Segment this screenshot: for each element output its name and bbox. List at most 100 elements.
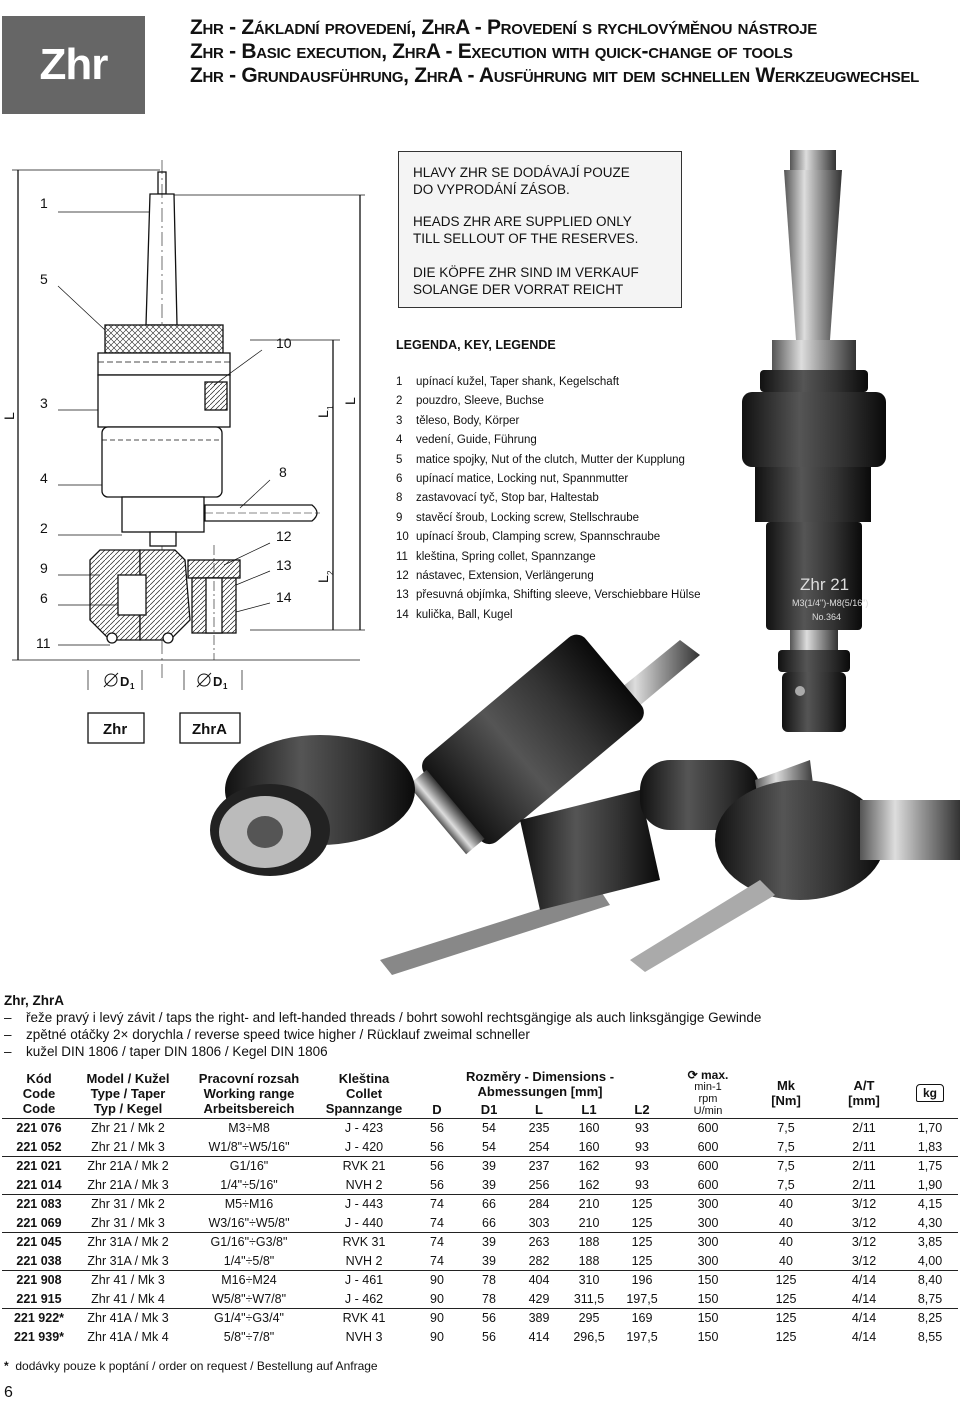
stock-notice: HLAVY ZHR SE DODÁVAJÍ POUZE DO VYPRODÁNÍ… [398,151,682,308]
title-cz: Zhr - Základní provedení, ZhrA - Provede… [190,16,817,39]
table-cell: G1/4"÷G3/4" [180,1308,318,1328]
cell-code: 221 083 [2,1194,76,1214]
legend-number: 1 [396,376,403,388]
header-at: A/T[mm] [848,1078,880,1108]
table-cell: 4/14 [851,1329,877,1344]
feature-item: –kužel DIN 1806 / taper DIN 1806 / Kegel… [4,1044,328,1059]
table-cell: 125 [631,1253,653,1268]
logo-box: Zhr [2,16,145,114]
table-cell: 310 [564,1270,614,1290]
header-L: L [535,1101,543,1117]
table-cell: W3/16"÷W5/8" [208,1215,290,1230]
table-cell: 300 [697,1215,719,1230]
dim-D1-zhr-subscript: 1 [130,682,135,691]
callout-2: 2 [40,520,48,536]
callout-1: 1 [40,195,48,211]
table-cell: 169 [614,1308,670,1328]
cell-code: 221 014 [16,1177,62,1192]
features-heading: Zhr, ZhrA [4,993,64,1008]
header-D1: D1 [480,1101,498,1117]
table-cell: 1,70 [902,1118,958,1138]
table-cell: 160 [564,1118,614,1138]
table-cell: J - 440 [344,1215,384,1230]
cell-code: 221 021 [2,1156,76,1176]
callout-14: 14 [276,589,292,605]
table-cell: 7,5 [746,1118,826,1138]
table-cell: 600 [697,1177,719,1192]
table-cell: 160 [578,1139,600,1154]
table-cell: 8,25 [902,1308,958,1328]
table-cell: 150 [670,1270,746,1290]
table-cell: 93 [635,1139,649,1154]
logo-text: Zhr [39,40,109,89]
dim-L2-subscript: 2 [326,570,335,575]
table-cell: 210 [564,1194,614,1214]
table-cell: 210 [578,1215,600,1230]
cell-code: 221 908 [2,1270,76,1290]
header-torque: Mk[Nm] [771,1078,801,1108]
table-cell: 1/4"÷5/8" [223,1253,275,1268]
table-cell: 125 [775,1291,797,1306]
features-block: Zhr, ZhrA –řeže pravý i levý závit / tap… [4,992,761,1060]
quick-change-head-photo [408,634,700,855]
header-dimensions: Rozměry - Dimensions -Abmessungen [mm] [465,1069,615,1100]
table-cell: NVH 2 [345,1177,383,1192]
table-cell: 66 [464,1194,514,1214]
legend-text: zastavovací tyč, Stop bar, Haltestab [416,492,599,505]
table-cell: 90 [430,1329,444,1344]
callout-6: 6 [40,590,48,606]
dim-D1-zhra-subscript: 1 [223,682,228,691]
table-cell: Zhr 41A / Mk 4 [87,1329,169,1344]
legend-number: 6 [396,472,403,485]
table-cell: W5/8"÷W7/8" [211,1291,287,1306]
legend-number: 13 [396,589,409,602]
table-cell: 125 [614,1232,670,1252]
table-cell: 125 [614,1194,670,1214]
dim-D1-zhra: D [213,674,222,689]
cross-section-drawing [12,160,365,744]
callout-3: 3 [40,395,48,411]
table-cell: 56 [464,1308,514,1328]
table-cell: 3/12 [826,1194,902,1214]
table-cell: 600 [670,1118,746,1138]
table-cell: 40 [746,1194,826,1214]
table-cell: 196 [614,1270,670,1290]
table-cell: 4/14 [851,1291,877,1306]
table-cell: 282 [528,1253,550,1268]
callout-12: 12 [276,528,292,544]
table-cell: 188 [578,1253,600,1268]
callout-10: 10 [276,335,292,351]
table-cell: 188 [564,1232,614,1252]
table-cell: 8,40 [902,1270,958,1290]
extension-holder-photo [630,780,960,972]
table-cell: 56 [430,1177,444,1192]
table-cell: 4/14 [826,1270,902,1290]
table-cell: 7,5 [746,1156,826,1176]
cell-code: 221 922* [2,1308,76,1328]
table-cell: 429 [528,1291,550,1306]
table-cell: Zhr 21A / Mk 3 [87,1177,169,1192]
label-zhra: ZhrA [192,721,227,738]
table-cell: 2/11 [826,1156,902,1176]
table-cell: 56 [410,1118,464,1138]
table-cell: 414 [528,1329,550,1344]
table-cell: M16÷M24 [180,1270,318,1290]
table-cell: 2/11 [852,1177,876,1192]
cell-code: 221 076 [2,1118,76,1138]
table-cell: 54 [482,1139,496,1154]
table-cell: 54 [464,1118,514,1138]
tap-holder-photo [380,760,815,975]
